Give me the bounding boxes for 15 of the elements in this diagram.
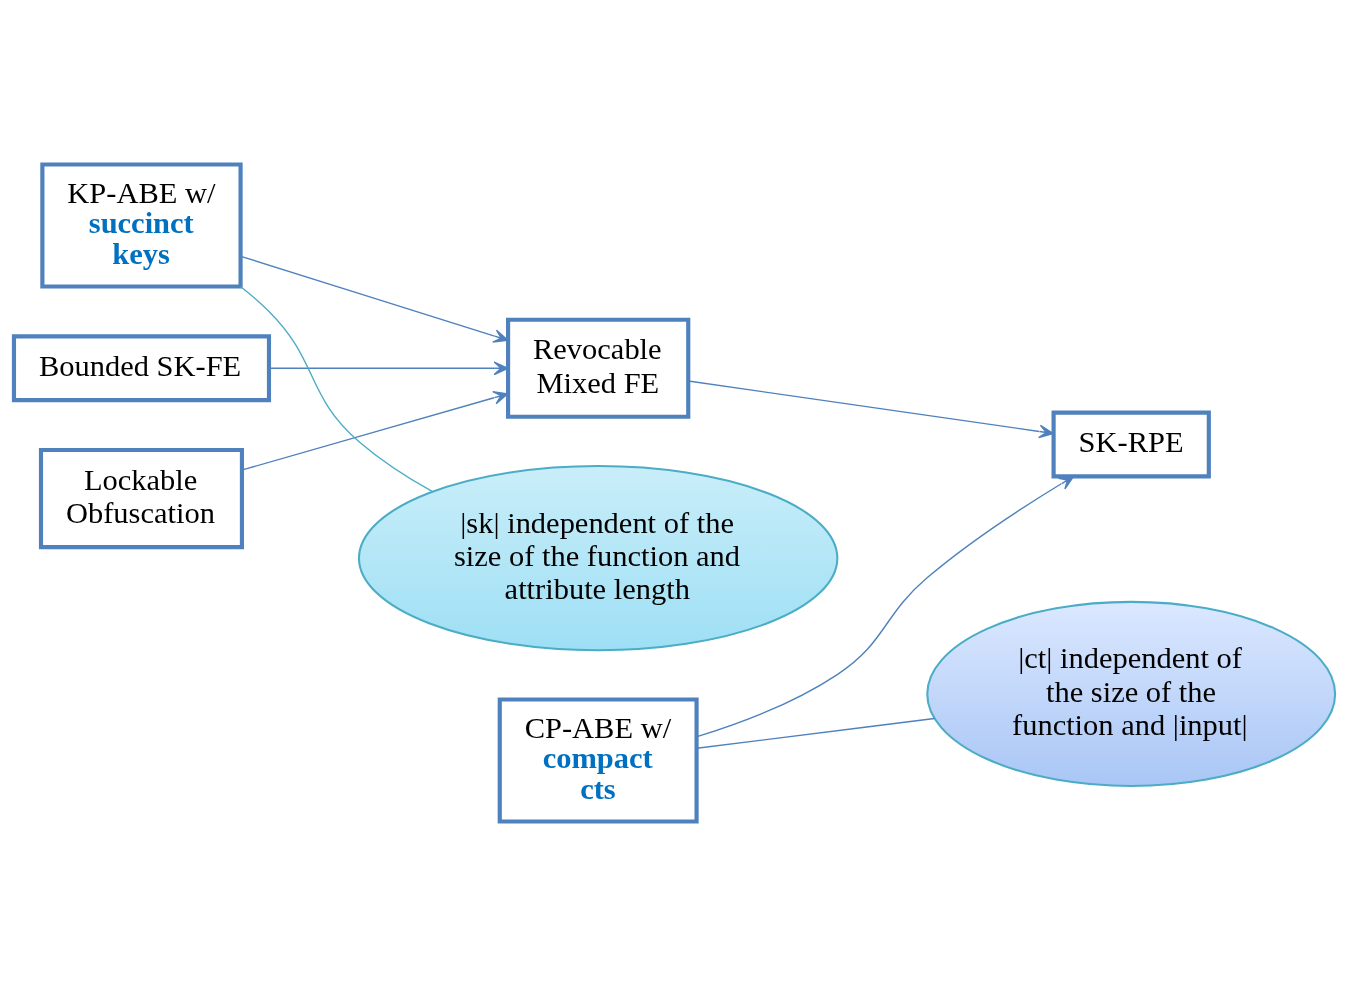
arrow [696,475,1075,738]
arrow [240,255,509,343]
node-box: Revocable Mixed FE [506,317,691,419]
node-box: CP-ABE w/ compact cts [497,697,699,824]
arrow [268,361,509,376]
node-box: SK-RPE [1051,410,1211,479]
node-box: Lockable Obfuscation [38,447,245,550]
connector [696,717,936,749]
node-box: Bounded SK-FE [11,334,272,403]
arrow [687,380,1054,439]
connector [240,286,434,493]
arrow [241,390,509,471]
node-box: KP-ABE w/ succinct keys [40,162,243,289]
node-ellipse: |sk| independent of the size of the function and attribute length [357,465,839,652]
node-ellipse: |ct| independent of the size of the function and |input| [926,600,1337,788]
